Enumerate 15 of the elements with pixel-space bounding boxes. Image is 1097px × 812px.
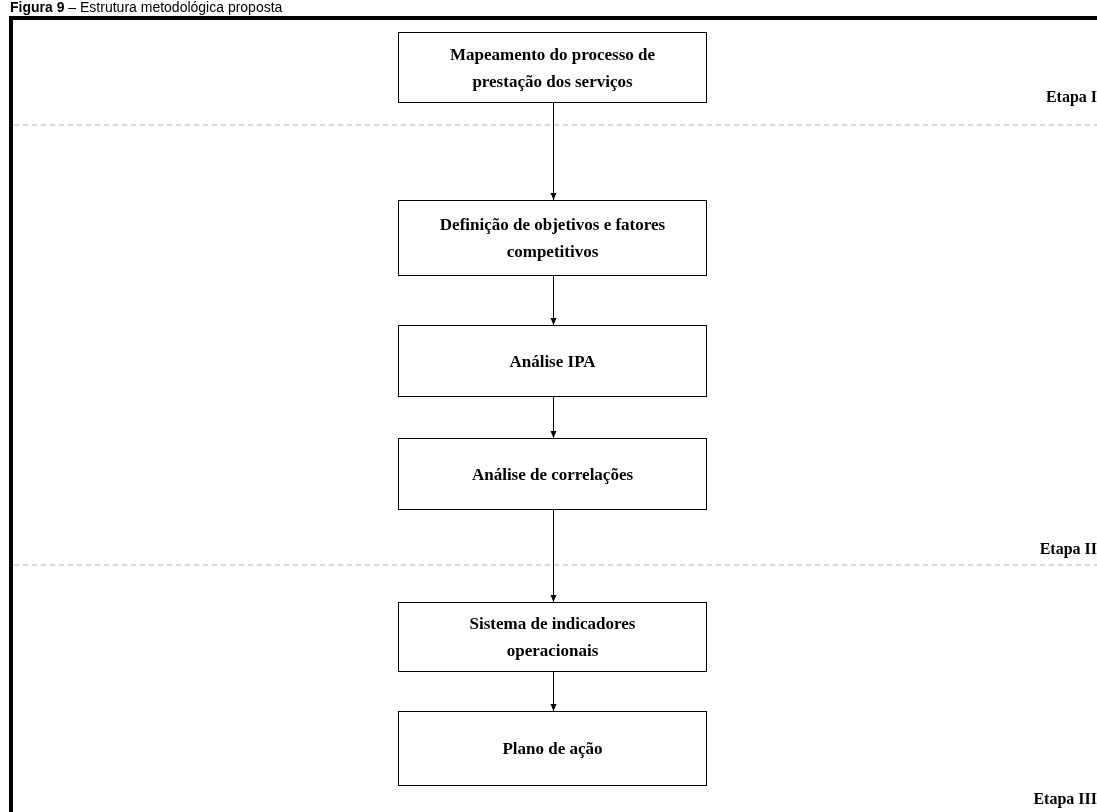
process-box: Plano de ação [398, 711, 707, 786]
arrow [550, 671, 557, 712]
stage-label: Etapa II [1039, 540, 1097, 558]
stage-label: Etapa III [1033, 790, 1097, 808]
process-box: Análise IPA [398, 325, 707, 397]
process-box: Definição de objetivos e fatores competitivos [398, 200, 707, 276]
process-box: Análise de correlações [398, 438, 707, 510]
arrow [550, 275, 557, 326]
arrow [550, 509, 557, 603]
arrow [550, 102, 557, 201]
figure-title: Figura 9 – Estrutura metodológica proposta [10, 0, 283, 15]
process-box: Mapeamento do processo de prestação dos serviços [398, 32, 707, 103]
arrow [550, 396, 557, 439]
process-box: Sistema de indicadores operacionais [398, 602, 707, 672]
stage-label: Etapa I [1045, 88, 1097, 106]
